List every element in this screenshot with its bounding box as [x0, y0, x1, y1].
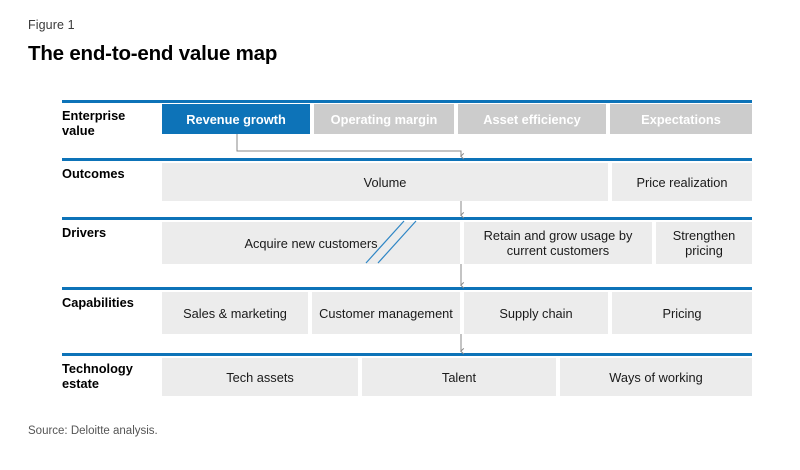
cell-acquire-new-customers[interactable]: Acquire new customers: [162, 222, 460, 264]
row-label-outcomes: Outcomes: [62, 166, 160, 181]
cell-asset-efficiency[interactable]: Asset efficiency: [458, 104, 606, 134]
cell-retain-and-grow-usage[interactable]: Retain and grow usage by current custome…: [464, 222, 652, 264]
cell-volume[interactable]: Volume: [162, 163, 608, 201]
row-rule: [62, 217, 752, 220]
cell-strengthen-pricing[interactable]: Strengthen pricing: [656, 222, 752, 264]
row-label-capabilities: Capabilities: [62, 295, 160, 310]
connector-revenue-growth-to-volume: [236, 134, 465, 160]
row-label-line: Capabilities: [62, 295, 134, 310]
row-rule: [62, 353, 752, 356]
row-rule: [62, 100, 752, 103]
cell-talent[interactable]: Talent: [362, 358, 556, 396]
source-note: Source: Deloitte analysis.: [28, 425, 158, 437]
row-label-line: Outcomes: [62, 166, 125, 181]
row-label-line: Enterprise: [62, 108, 126, 123]
cell-price-realization[interactable]: Price realization: [612, 163, 752, 201]
cell-ways-of-working[interactable]: Ways of working: [560, 358, 752, 396]
row-rule: [62, 287, 752, 290]
row-label-line: Technology: [62, 361, 133, 376]
row-rule: [62, 158, 752, 161]
row-label-line: Drivers: [62, 225, 107, 240]
cell-supply-chain[interactable]: Supply chain: [464, 292, 608, 334]
row-label-drivers: Drivers: [62, 225, 160, 240]
row-label-line: estate: [62, 376, 99, 391]
cell-customer-management[interactable]: Customer management: [312, 292, 460, 334]
cell-sales-and-marketing[interactable]: Sales & marketing: [162, 292, 308, 334]
cell-revenue-growth[interactable]: Revenue growth: [162, 104, 310, 134]
row-label-line: value: [62, 123, 95, 138]
cell-pricing[interactable]: Pricing: [612, 292, 752, 334]
page-title: The end-to-end value map: [28, 42, 278, 65]
row-label-technology-estate: Technology estate: [62, 361, 160, 391]
cell-operating-margin[interactable]: Operating margin: [314, 104, 454, 134]
row-label-enterprise-value: Enterprise value: [62, 108, 160, 138]
cell-tech-assets[interactable]: Tech assets: [162, 358, 358, 396]
cell-expectations[interactable]: Expectations: [610, 104, 752, 134]
figure-label: Figure 1: [28, 18, 75, 32]
